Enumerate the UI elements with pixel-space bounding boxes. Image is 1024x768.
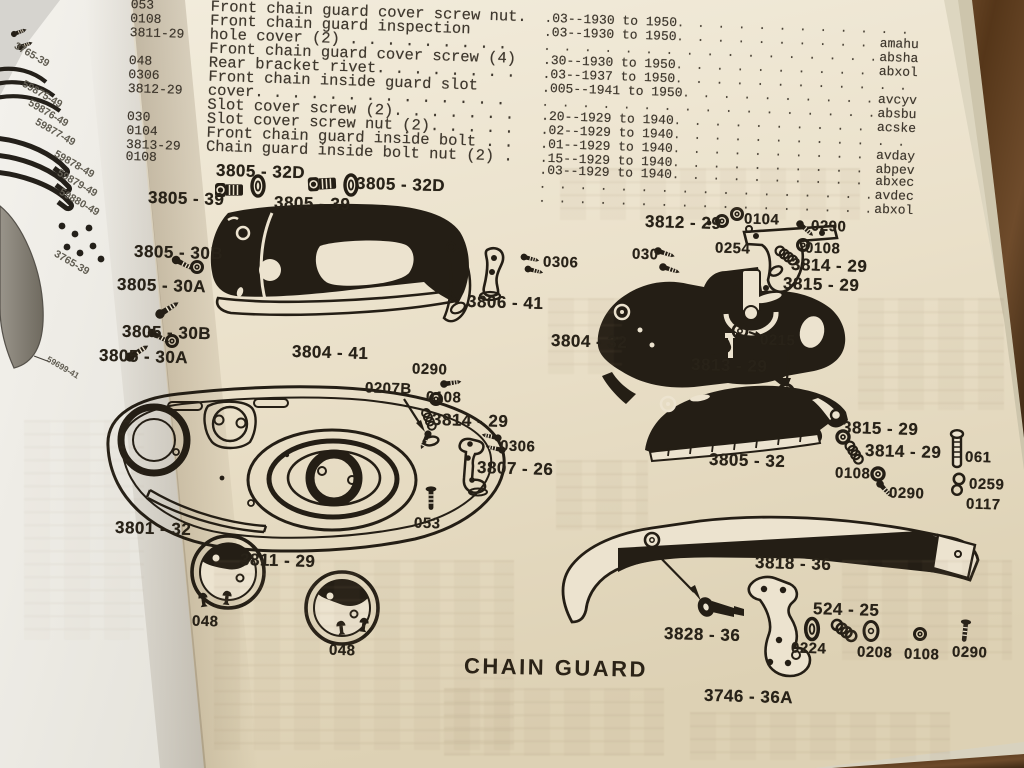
diagram-drawings [106,173,980,678]
part-label-0306: 0306 [542,253,579,272]
part-label-3818-36: 3818 - 36 [754,552,832,575]
order-code: abxol [878,63,919,81]
page-title: CHAIN GUARD [463,653,649,682]
fender-halftone [0,205,44,369]
part-label-524-25: 524 - 25 [812,599,880,620]
part-label-0224: 0224 [790,639,827,658]
part-label-0104: 0104 [743,210,780,229]
part-label-3805-39-2: 3805 - 39 [273,192,351,215]
part-number [125,174,205,177]
part-label-3805-32d-2: 3805 - 32D [355,173,446,196]
part-label-048-2: 048 [328,641,356,660]
part-label-0207b: 0207B [364,379,412,398]
part-number: 0108 [125,148,158,165]
part-label-0306-2: 0306 [499,437,536,456]
part-label-0290-4: 0290 [951,643,988,662]
part-label-0254: 0254 [714,239,751,258]
part-label-0208: 0208 [856,643,893,662]
part-label-3811-29: 3811 - 29 [239,549,316,572]
bracket-3806-41-drawing [478,246,545,302]
guard-3804-41-drawing [210,203,472,323]
part-number: 3811-29 [129,24,185,42]
order-code: acske [876,119,917,137]
rear-guard-3818-36-drawing [561,515,980,678]
part-label-061: 061 [964,448,992,467]
part-label-3805-32d: 3805 - 32D [215,160,306,183]
order-code: abxol [874,201,914,219]
gutter-shadow-left [85,0,206,768]
hardware-oval-area-drawing [403,377,507,511]
part-label-0108-4: 0108 [903,645,940,664]
part-label-0108-3: 0108 [425,388,462,407]
part-label-3805-39: 3805 - 39 [147,187,225,210]
part-label-3815-29: 3815 - 29 [782,273,860,296]
part-label-3804-41: 3804 - 41 [291,341,369,364]
bracket-3807-26-drawing [458,437,487,494]
guard-3804-32-drawing [597,267,846,404]
part-label-053: 053 [413,514,441,533]
part-label-3805-30b: 3805 - 30B [133,241,224,264]
covers-3811-29-drawing [190,534,380,646]
part-number: 3812-29 [127,80,183,98]
left-page-drawings [0,26,105,369]
part-label-0259: 0259 [968,475,1005,494]
part-label-3805-30a-2: 3805 - 30A [98,345,189,368]
part-label-3815-29-2: 3815 - 29 [841,417,919,440]
part-label-0290-2: 0290 [888,484,925,503]
part-label-048: 048 [191,612,219,631]
part-label-3805-30a: 3805 - 30A [116,274,207,297]
part-label-3805-32: 3805 - 32 [708,449,786,472]
part-label-0108-2: 0108 [834,464,871,483]
part-label-3746-36a: 3746 - 36A [703,685,794,708]
part-label-3807-26: 3807 - 26 [476,457,554,480]
part-label-3806-41: 3806 - 41 [466,291,544,314]
part-label-030: 030 [631,245,659,264]
left-page-corner [0,0,60,96]
wood-table [930,0,1024,440]
part-label-3814-29-3: 3814 - 29 [431,409,509,432]
part-label-3804-32: 3804 - 32 [550,330,628,353]
part-label-0117: 0117 [965,495,1001,514]
hardware-right-column-drawing [835,429,966,501]
part-label-3828-36: 3828 - 36 [663,623,741,646]
part-label-0215: 0215 [759,331,796,350]
part-label-3801-32: 3801 - 32 [114,517,192,540]
part-label-0290-3: 0290 [411,360,448,379]
part-label-3812-29: 3812 - 29 [644,211,722,234]
guard-3805-32-drawing [645,385,848,463]
part-label-3814-29-2: 3814 - 29 [864,440,942,463]
part-label-3813-29: 3813 - 29 [690,354,768,377]
part-label-3805-30b-2: 3805 - 30B [121,321,212,344]
part-label-0290: 0290 [810,217,847,236]
